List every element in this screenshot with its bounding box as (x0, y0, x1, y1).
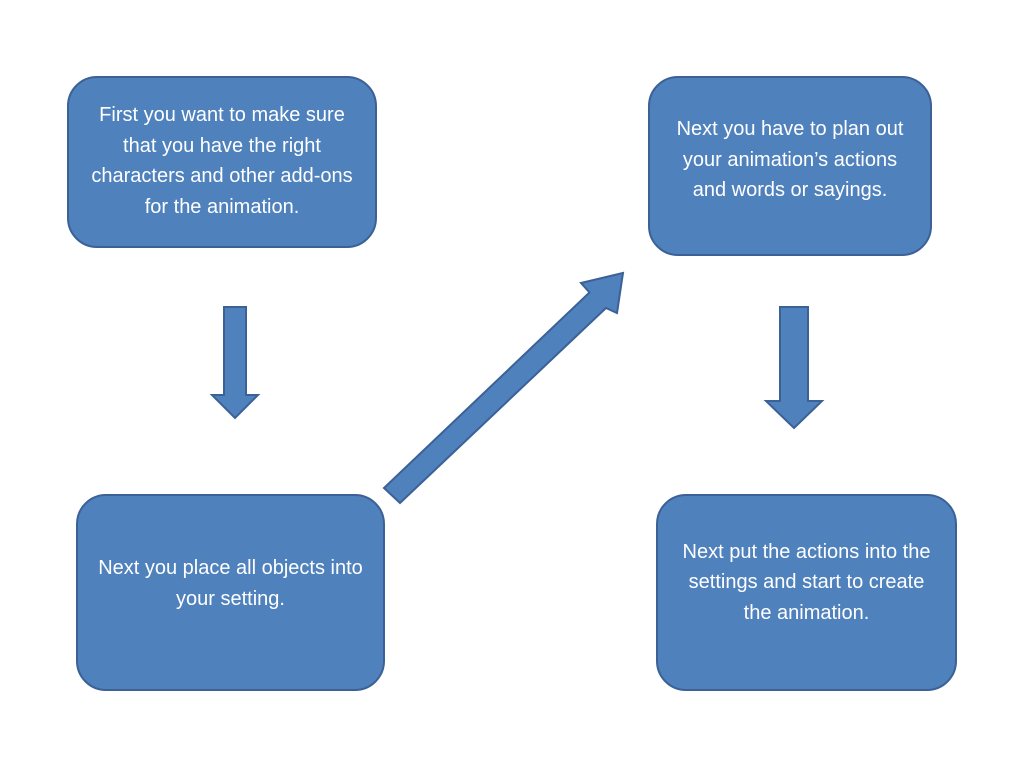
arrow-up-right-icon (382, 271, 625, 505)
arrow-down-icon (763, 306, 825, 430)
step-box-plan-actions: Next you have to plan out your animation… (648, 76, 932, 256)
step-text: Next put the actions into the settings a… (682, 540, 931, 624)
arrow-down-icon (209, 306, 261, 420)
step-text: Next you have to plan out your animation… (676, 118, 904, 202)
step-box-place-objects: Next you place all objects into your set… (76, 494, 385, 691)
step-box-choose-characters: First you want to make sure that you hav… (67, 76, 377, 248)
step-text: Next you place all objects into your set… (98, 557, 363, 610)
step-box-create-animation: Next put the actions into the settings a… (656, 494, 957, 691)
step-text: First you want to make sure that you hav… (91, 104, 353, 218)
